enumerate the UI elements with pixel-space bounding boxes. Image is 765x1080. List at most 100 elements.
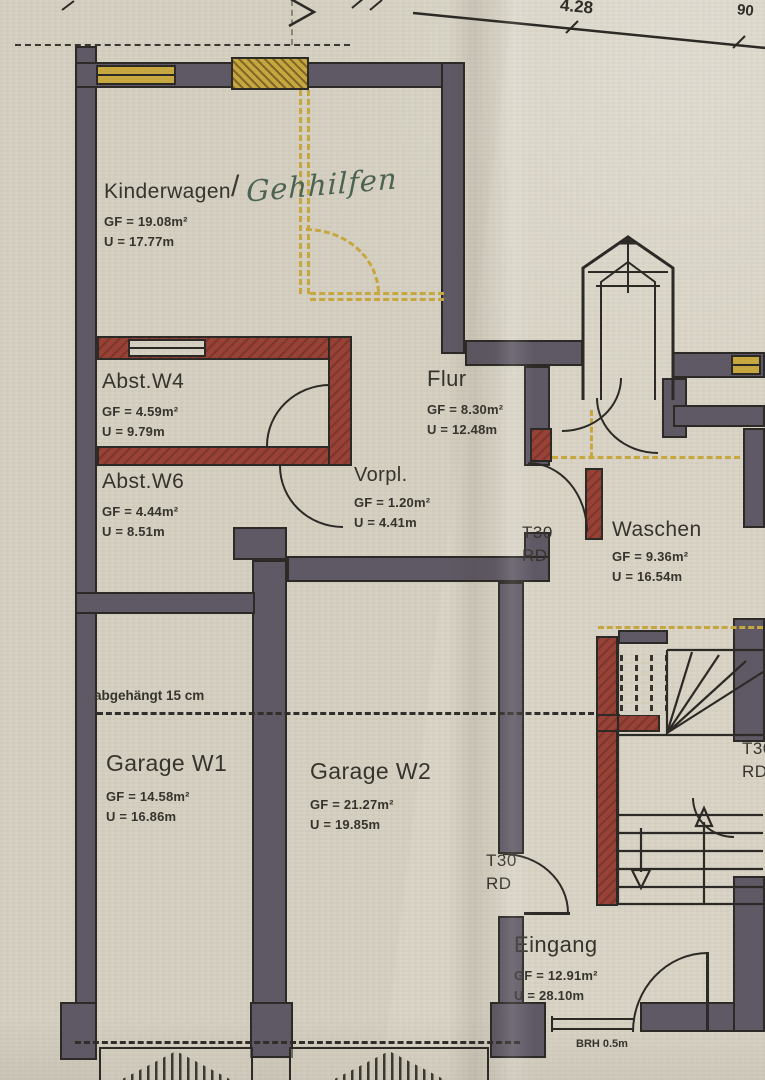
room-name: Abst.W4 xyxy=(102,370,185,393)
fire-door-line1: T30 xyxy=(742,739,765,758)
annotation-sill-height: BRH 0.5m xyxy=(576,1038,628,1050)
fire-door-label-garage: T30 RD xyxy=(486,850,517,896)
room-gf: GF = 19.08m² xyxy=(104,214,188,229)
wall-garage-w2-east xyxy=(498,582,524,854)
bay-tower-outline xyxy=(581,235,675,400)
wall-red-stairs-arm xyxy=(596,714,660,732)
dimension-fragment: 90 xyxy=(736,1,755,20)
demolition-hatch-top xyxy=(231,57,309,90)
room-name: Flur xyxy=(427,366,467,391)
wall-right-lower xyxy=(733,876,765,1032)
room-label-vorplatz: Vorpl. GF = 1.20m² U = 4.41m xyxy=(354,464,430,532)
door-arc-porch-outside xyxy=(596,398,658,454)
handwritten-annotation: Gehhilfen xyxy=(245,161,398,209)
door-arc-abst-w4 xyxy=(266,384,330,446)
room-u: U = 28.10m xyxy=(514,987,585,1003)
fire-door-line2: RD xyxy=(522,545,548,565)
demolition-dashed-stairs xyxy=(598,626,763,629)
wall-garage-w2-top xyxy=(287,556,550,582)
window-top-right xyxy=(731,355,761,375)
handwritten-slash: / xyxy=(231,170,240,203)
wall-kinderwagen-right xyxy=(441,62,465,354)
wall-flur-top xyxy=(465,340,583,366)
room-name: Waschen xyxy=(612,518,702,541)
door-leaf-eingang xyxy=(706,952,709,1032)
window-red-wall xyxy=(128,339,206,357)
room-label-garage-w1: Garage W1 GF = 14.58m² U = 16.86m xyxy=(106,750,227,826)
room-gf: GF = 12.91m² xyxy=(514,968,598,983)
window-top-left xyxy=(96,65,176,85)
wall-vorplatz-corner-block xyxy=(233,527,287,560)
room-name: Kinderwagen xyxy=(104,180,231,203)
door-threshold-line xyxy=(524,912,570,915)
room-name: Abst.W6 xyxy=(102,470,185,493)
wall-red-hall-block xyxy=(530,428,552,462)
room-u: U = 8.51m xyxy=(102,523,165,539)
fire-door-line1: T30 xyxy=(522,523,553,542)
wall-red-w4-w6 xyxy=(97,446,330,466)
wall-red-vorplatz-west xyxy=(328,336,352,466)
demolition-dashed-waschen xyxy=(552,456,740,459)
wall-red-stairs-west xyxy=(596,636,618,906)
fire-door-label-vorplatz: T30 RD xyxy=(522,522,553,568)
wall-stairs-top-stub xyxy=(618,630,668,644)
dimension-value: 4.28 xyxy=(559,0,594,18)
garage-door-w1 xyxy=(99,1047,253,1080)
room-name: Vorpl. xyxy=(354,464,408,486)
suspended-ceiling-dashed-line xyxy=(97,712,594,715)
room-gf: GF = 1.20m² xyxy=(354,495,431,510)
stairs-upper-flight-dashed xyxy=(620,653,667,715)
wall-pier-bottom-left xyxy=(60,1002,97,1060)
wall-pier-bottom-mid xyxy=(250,1002,293,1058)
demolition-dashed-waschen-vertical xyxy=(590,410,593,458)
fire-door-line2: RD xyxy=(486,873,512,893)
room-label-abst-w4: Abst.W4 GF = 4.59m² U = 9.79m xyxy=(102,370,184,441)
room-label-waschen: Waschen GF = 9.36m² U = 16.54m xyxy=(612,518,702,586)
wall-pier-bottom-eingang xyxy=(490,1002,546,1058)
fire-door-line2: RD xyxy=(742,761,765,781)
door-arc-abst-w6 xyxy=(279,466,343,528)
dashed-line-top xyxy=(15,44,350,46)
fire-door-label-right: T30 RD xyxy=(742,738,765,784)
dashed-line-bottom xyxy=(75,1041,520,1044)
room-gf: GF = 21.27m² xyxy=(310,797,394,812)
room-name: Garage W1 xyxy=(106,750,228,776)
garage-door-w2-icon xyxy=(319,1051,459,1080)
room-label-garage-w2: Garage W2 GF = 21.27m² U = 19.85m xyxy=(310,758,431,834)
wall-stairs-right xyxy=(733,618,765,742)
wall-garage-w1-top xyxy=(75,592,255,614)
wall-garage-divider xyxy=(252,560,287,1032)
wall-outer-left xyxy=(75,46,97,1060)
garage-door-w2 xyxy=(289,1047,489,1080)
room-u: U = 17.77m xyxy=(104,233,175,249)
room-u: U = 4.41m xyxy=(354,514,417,530)
room-u: U = 12.48m xyxy=(427,421,498,437)
room-label-abst-w6: Abst.W6 GF = 4.44m² U = 8.51m xyxy=(102,470,184,541)
wall-waschen-top xyxy=(673,405,765,427)
garage-door-w1-icon xyxy=(107,1051,245,1080)
door-arc-eingang xyxy=(632,952,708,1032)
demolition-dashed-wall-vertical xyxy=(299,90,310,294)
room-label-kinderwagen: Kinderwagen GF = 19.08m² U = 17.77m xyxy=(104,180,231,251)
sill-line-2 xyxy=(552,1028,634,1030)
room-gf: GF = 14.58m² xyxy=(106,789,190,804)
door-arc-t30-right xyxy=(692,798,734,838)
room-label-eingang: Eingang GF = 12.91m² U = 28.10m xyxy=(514,932,598,1005)
room-u: U = 16.54m xyxy=(612,568,683,584)
room-label-flur: Flur GF = 8.30m² U = 12.48m xyxy=(427,366,503,439)
room-gf: GF = 4.59m² xyxy=(102,404,179,419)
dashed-line-top-vertical xyxy=(291,0,293,45)
room-u: U = 19.85m xyxy=(310,816,381,832)
room-name: Eingang xyxy=(514,932,598,957)
demolition-door-swing-arc xyxy=(306,228,380,294)
room-gf: GF = 9.36m² xyxy=(612,549,689,564)
room-gf: GF = 4.44m² xyxy=(102,504,179,519)
wall-red-waschen-west xyxy=(585,468,603,540)
sill-cap xyxy=(551,1016,553,1032)
fire-door-line1: T30 xyxy=(486,851,517,870)
sill-line-1 xyxy=(552,1018,634,1020)
annotation-suspended-ceiling: abgehängt 15 cm xyxy=(94,688,205,703)
wall-waschen-east xyxy=(743,428,765,528)
room-u: U = 9.79m xyxy=(102,423,165,439)
